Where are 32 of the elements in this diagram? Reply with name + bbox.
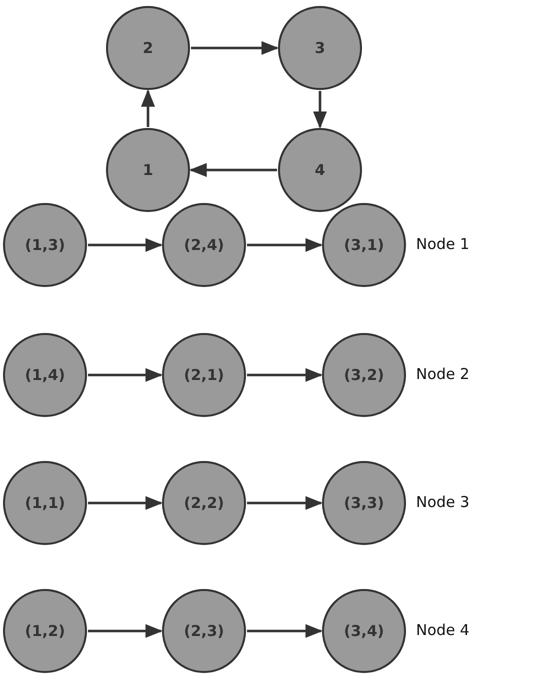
arrow bbox=[247, 368, 323, 382]
node-label: (3,3) bbox=[344, 494, 384, 512]
node-label: (1,4) bbox=[24, 366, 66, 384]
arrow bbox=[189, 163, 277, 177]
arrow bbox=[247, 624, 323, 638]
node-label: 1 bbox=[142, 161, 154, 179]
arrow bbox=[141, 89, 155, 127]
node-label: (2,4) bbox=[184, 236, 224, 254]
arrow bbox=[313, 91, 327, 129]
node-label: 2 bbox=[142, 39, 154, 57]
node-label: (3,2) bbox=[344, 366, 384, 384]
node-label: 4 bbox=[314, 161, 326, 179]
node-caption: Node 4 bbox=[416, 621, 470, 639]
node-label: 3 bbox=[314, 39, 326, 57]
node-label: (3,1) bbox=[344, 236, 384, 254]
node-label: (1,2) bbox=[24, 622, 66, 640]
arrow bbox=[247, 238, 323, 252]
node-label: (1,3) bbox=[24, 236, 66, 254]
arrow bbox=[191, 41, 279, 55]
arrow bbox=[88, 238, 163, 252]
node-label: (2,2) bbox=[184, 494, 224, 512]
arrow bbox=[88, 624, 163, 638]
node-label: (2,1) bbox=[184, 366, 224, 384]
node-caption: Node 1 bbox=[416, 235, 470, 253]
node-caption: Node 3 bbox=[416, 493, 470, 511]
arrow bbox=[88, 368, 163, 382]
arrow bbox=[247, 496, 323, 510]
node-caption: Node 2 bbox=[416, 365, 470, 383]
node-label: (1,1) bbox=[24, 494, 66, 512]
node-label: (2,3) bbox=[184, 622, 224, 640]
arrow bbox=[88, 496, 163, 510]
node-label: (3,4) bbox=[344, 622, 384, 640]
